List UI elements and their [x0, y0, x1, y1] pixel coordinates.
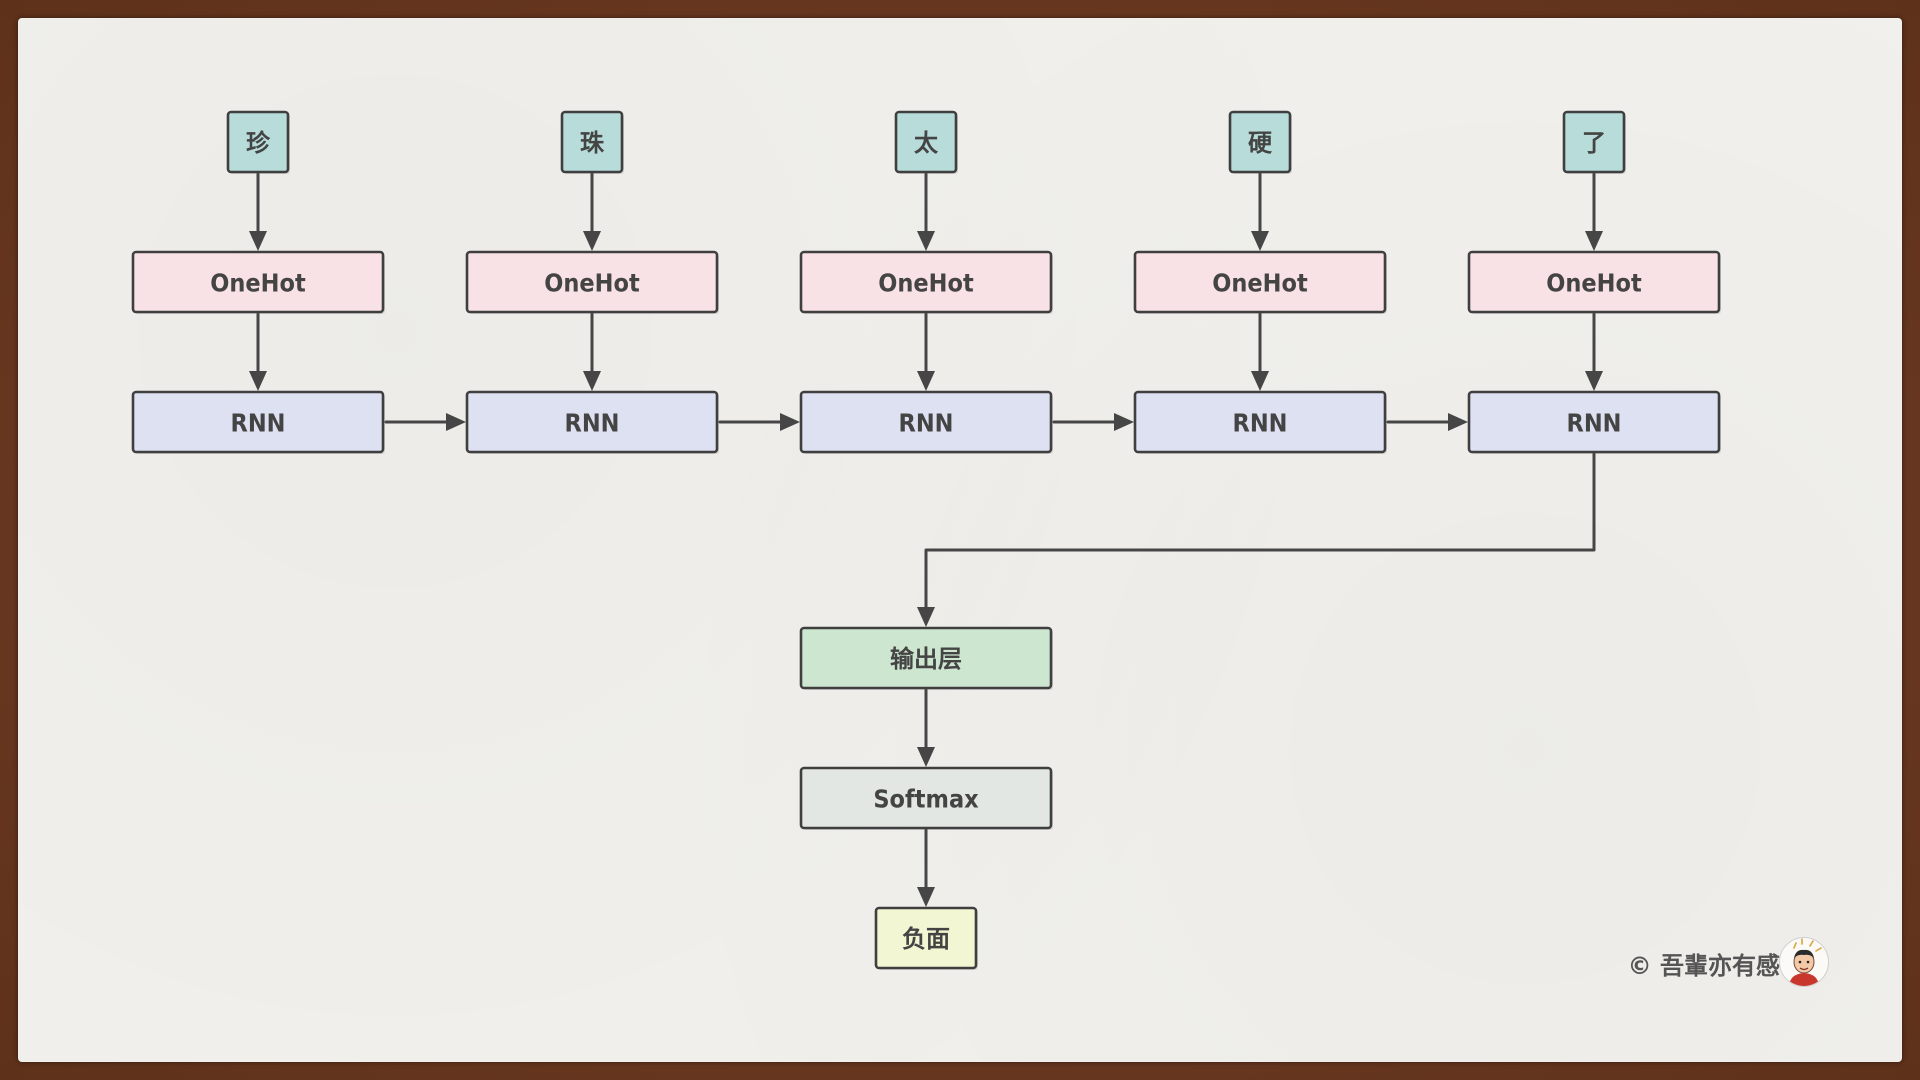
- onehot-node-2: OneHot: [465, 250, 719, 314]
- arrow-input-to-onehot-4-head: [1251, 231, 1269, 251]
- onehot-node-2-box: [465, 250, 719, 314]
- arrow-rnn-to-rnn-2: [718, 413, 800, 431]
- rnn-node-1-box: [131, 390, 385, 454]
- rnn-node-4: RNN: [1133, 390, 1387, 454]
- arrow-input-to-onehot-3-head: [917, 231, 935, 251]
- arrow-input-to-onehot-5: [1585, 172, 1603, 251]
- arrow-rnn-to-output: [917, 452, 1596, 627]
- onehot-node-3-box: [799, 250, 1053, 314]
- arrow-rnn-to-rnn-4: [1386, 413, 1468, 431]
- arrow-input-to-onehot-2-head: [583, 231, 601, 251]
- arrow-rnn-to-rnn-2-head: [780, 413, 800, 431]
- onehot-node-5-label: OneHot: [1546, 269, 1642, 298]
- input-token-1-box: [226, 110, 290, 174]
- output-layer-node: 输出层: [799, 626, 1053, 690]
- input-token-2-box: [560, 110, 624, 174]
- rnn-node-4-label: RNN: [1233, 409, 1288, 438]
- input-token-5-box: [1562, 110, 1626, 174]
- arrow-rnn-to-rnn-4-head: [1448, 413, 1468, 431]
- rnn-node-2-label: RNN: [565, 409, 620, 438]
- arrow-onehot-to-rnn-2-head: [583, 371, 601, 391]
- onehot-node-5-box: [1467, 250, 1721, 314]
- arrow-input-to-onehot-5-head: [1585, 231, 1603, 251]
- arrow-rnn-to-output-line: [924, 452, 1596, 611]
- onehot-node-3: OneHot: [799, 250, 1053, 314]
- rnn-node-5: RNN: [1467, 390, 1721, 454]
- rnn-node-1-label: RNN: [231, 409, 286, 438]
- input-token-3-box: [894, 110, 958, 174]
- input-token-4-box: [1228, 110, 1292, 174]
- onehot-node-1-label: OneHot: [210, 269, 306, 298]
- output-layer-node-label: 输出层: [890, 645, 962, 673]
- arrow-rnn-to-rnn-1: [384, 413, 466, 431]
- input-token-5-label: 了: [1582, 129, 1606, 157]
- arrow-input-to-onehot-2: [583, 172, 601, 251]
- output-layer-node-box: [799, 626, 1053, 690]
- onehot-node-1: OneHot: [131, 250, 385, 314]
- rnn-node-5-box: [1467, 390, 1721, 454]
- arrow-rnn-to-rnn-3-head: [1114, 413, 1134, 431]
- rnn-node-2: RNN: [465, 390, 719, 454]
- arrow-onehot-to-rnn-5: [1585, 312, 1603, 391]
- arrow-onehot-to-rnn-3-head: [917, 371, 935, 391]
- softmax-node: Softmax: [799, 766, 1053, 830]
- arrow-input-to-onehot-3: [917, 172, 935, 251]
- arrow-rnn-to-rnn-3: [1052, 413, 1134, 431]
- softmax-node-label: Softmax: [873, 785, 979, 814]
- cartoon-avatar-icon: [1779, 937, 1829, 987]
- arrow-rnn-to-rnn-1-head: [446, 413, 466, 431]
- arrow-onehot-to-rnn-5-head: [1585, 371, 1603, 391]
- softmax-node-box: [799, 766, 1053, 830]
- input-token-3: 太: [894, 110, 958, 174]
- input-token-2-label: 珠: [580, 129, 605, 157]
- arrow-input-to-onehot-1: [249, 172, 267, 251]
- arrow-softmax-to-result-head: [917, 887, 935, 907]
- input-token-1-label: 珍: [246, 129, 271, 157]
- rnn-node-5-label: RNN: [1567, 409, 1622, 438]
- arrow-softmax-to-result: [917, 828, 935, 907]
- rnn-node-4-box: [1133, 390, 1387, 454]
- onehot-node-4-box: [1133, 250, 1387, 314]
- avatar-drawing: [1789, 938, 1822, 986]
- arrow-rnn-to-output-head: [917, 607, 935, 627]
- onehot-node-3-label: OneHot: [878, 269, 974, 298]
- result-node-box: [874, 906, 978, 970]
- arrow-onehot-to-rnn-1: [249, 312, 267, 391]
- arrow-output-to-softmax: [917, 688, 935, 767]
- input-token-5: 了: [1562, 110, 1626, 174]
- onehot-node-4: OneHot: [1133, 250, 1387, 314]
- rnn-node-3-box: [799, 390, 1053, 454]
- input-token-4-label: 硬: [1248, 129, 1273, 157]
- paper-canvas: [18, 18, 1902, 1062]
- arrow-onehot-to-rnn-1-head: [249, 371, 267, 391]
- result-node-label: 负面: [902, 925, 950, 953]
- arrow-onehot-to-rnn-3: [917, 312, 935, 391]
- onehot-node-2-label: OneHot: [544, 269, 640, 298]
- arrow-input-to-onehot-1-head: [249, 231, 267, 251]
- input-token-1: 珍: [226, 110, 290, 174]
- result-node: 负面: [874, 906, 978, 970]
- rnn-node-2-box: [465, 390, 719, 454]
- input-token-2: 珠: [560, 110, 624, 174]
- arrow-onehot-to-rnn-2: [583, 312, 601, 391]
- arrow-onehot-to-rnn-4-head: [1251, 371, 1269, 391]
- onehot-node-5: OneHot: [1467, 250, 1721, 314]
- onehot-node-4-label: OneHot: [1212, 269, 1308, 298]
- input-token-4: 硬: [1228, 110, 1292, 174]
- arrow-output-to-softmax-head: [917, 747, 935, 767]
- onehot-node-1-box: [131, 250, 385, 314]
- arrow-input-to-onehot-4: [1251, 172, 1269, 251]
- arrow-onehot-to-rnn-4: [1251, 312, 1269, 391]
- rnn-node-1: RNN: [131, 390, 385, 454]
- input-token-3-label: 太: [914, 129, 939, 157]
- rnn-node-3-label: RNN: [899, 409, 954, 438]
- copyright-credit: © 吾輩亦有感: [1627, 952, 1780, 980]
- rnn-node-3: RNN: [799, 390, 1053, 454]
